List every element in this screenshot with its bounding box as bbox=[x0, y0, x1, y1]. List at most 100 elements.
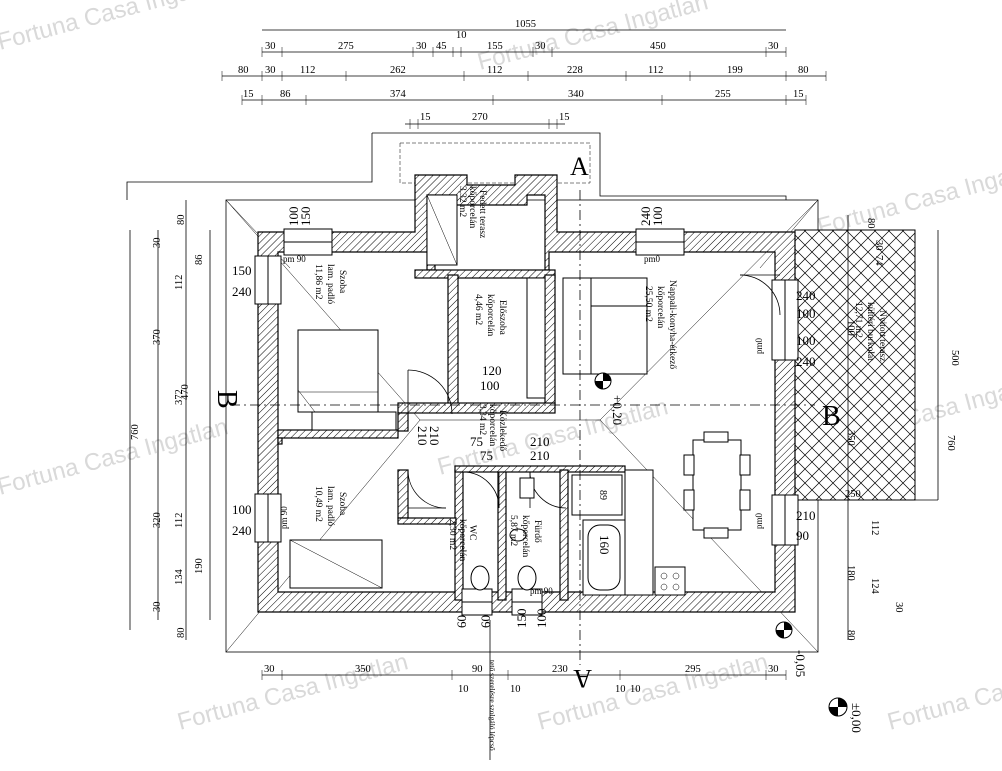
room-floor: kőporcelán bbox=[487, 404, 497, 446]
dim-label: 100 bbox=[480, 378, 500, 393]
dim-label: 500 bbox=[949, 350, 960, 366]
dim-label: 160 bbox=[597, 535, 612, 555]
room-name: Nappali-konyha-étkező bbox=[667, 280, 677, 369]
watermark: Fortuna Casa Ingatlan bbox=[175, 648, 411, 736]
dim-label: 10 bbox=[630, 684, 641, 695]
bottom-dimensions: 30 350 90 230 295 30 10 10 10 10 bbox=[261, 664, 787, 695]
dim-label: 74 bbox=[873, 255, 884, 266]
section-a-bottom: A bbox=[573, 664, 592, 693]
room-floor: kőporcelán bbox=[457, 519, 467, 561]
dim-label: 90 bbox=[796, 528, 809, 543]
dim-label: 112 bbox=[869, 520, 880, 535]
room-name: WC bbox=[467, 525, 477, 540]
dim-label: 60 bbox=[454, 615, 469, 628]
dining-table bbox=[692, 439, 742, 531]
dim-label: 228 bbox=[567, 65, 583, 76]
dim-label: 230 bbox=[552, 664, 568, 675]
dim-label: 134 bbox=[174, 569, 185, 586]
left-dimensions: 760 80 30 370 320 30 80 470 86 112 372 1… bbox=[129, 200, 211, 640]
dim-label: 112 bbox=[300, 65, 315, 76]
open-terrace bbox=[794, 229, 916, 501]
entry-closet bbox=[526, 277, 546, 399]
top-dimensions: 1055 30 275 30 45 10 155 30 450 30 80 30… bbox=[221, 19, 827, 129]
dim-label: 15 bbox=[793, 89, 804, 100]
room-name: Fürdő bbox=[532, 520, 542, 543]
dim-label: 80 bbox=[238, 65, 249, 76]
dim-label: 30 bbox=[265, 41, 276, 52]
dim-label: 240 bbox=[232, 523, 252, 538]
toilet bbox=[470, 565, 490, 591]
dim-label: 75 bbox=[480, 448, 493, 463]
dim-label: 450 bbox=[650, 41, 666, 52]
dim-label: 80 bbox=[845, 630, 856, 641]
dim-label: 80 bbox=[176, 215, 187, 226]
dim-label: 275 bbox=[338, 41, 354, 52]
bed bbox=[297, 329, 379, 413]
windows bbox=[254, 228, 799, 616]
room-floor: kőporcelán bbox=[467, 186, 477, 228]
dim-label: 30 bbox=[152, 238, 163, 249]
dim-label: 295 bbox=[685, 664, 701, 675]
dim-label: 155 bbox=[487, 41, 503, 52]
dim-label: 86 bbox=[280, 89, 291, 100]
room-name: Közlekedő bbox=[497, 410, 507, 451]
dim-label: 320 bbox=[152, 512, 163, 528]
room-name: Fedett terasz bbox=[477, 190, 487, 238]
room-floor: kőporcelán bbox=[655, 286, 665, 328]
dim-label: 199 bbox=[727, 65, 743, 76]
room-floor: kőporcelán bbox=[485, 294, 495, 336]
room-area: 5,87 m2 bbox=[508, 515, 518, 546]
dim-label: 89 bbox=[597, 490, 608, 500]
dim-label: 10 bbox=[456, 30, 467, 41]
wardrobe bbox=[311, 411, 397, 431]
level-terrace: -0,05 bbox=[793, 650, 808, 677]
dim-label: 240 bbox=[796, 288, 816, 303]
room-name: Előszoba bbox=[497, 300, 507, 336]
kitchen-counter bbox=[624, 469, 654, 596]
dim-label: 150 bbox=[298, 207, 313, 227]
dim-label: 760 bbox=[945, 435, 956, 451]
room-area: 4,46 m2 bbox=[473, 294, 483, 325]
dim-label: 372 bbox=[174, 389, 185, 405]
dim-label: 30 bbox=[535, 41, 546, 52]
dim-label: 150 bbox=[514, 609, 529, 629]
dim-label: 210 bbox=[796, 508, 816, 523]
dim-label: 255 bbox=[715, 89, 731, 100]
dim-label: 86 bbox=[194, 255, 205, 266]
section-a-top: A bbox=[570, 152, 589, 181]
roof-outline bbox=[126, 132, 787, 200]
dim-label: 240 bbox=[796, 354, 816, 369]
dim-label: 180 bbox=[845, 565, 856, 581]
dim-label: 112 bbox=[648, 65, 663, 76]
interior-walls bbox=[277, 269, 626, 601]
section-markers: A A B B bbox=[211, 152, 841, 693]
dim-label: 30 bbox=[265, 65, 276, 76]
dim-label: 30 bbox=[416, 41, 427, 52]
radiator-label: pm 90 bbox=[530, 586, 553, 596]
shower bbox=[571, 474, 623, 516]
watermark: Fortuna Casa Ingatlan bbox=[0, 0, 231, 56]
dim-label: 120 bbox=[482, 363, 502, 378]
dim-label: 240 bbox=[638, 207, 653, 227]
dim-label: 112 bbox=[174, 275, 185, 290]
dim-label: 210 bbox=[415, 426, 430, 446]
watermark: Fortuna Casa Ingatlan bbox=[475, 0, 711, 76]
dim-label: 270 bbox=[472, 112, 488, 123]
dim-label: 262 bbox=[390, 65, 406, 76]
room-floor: kőporcelán bbox=[520, 515, 530, 557]
dim-label: 100 bbox=[232, 502, 252, 517]
dim-label: 190 bbox=[194, 558, 205, 574]
dim-label: 30 bbox=[873, 240, 884, 251]
room-floor: kültéri burkolat bbox=[865, 302, 875, 361]
level-marker-icon bbox=[594, 372, 612, 390]
toilet-2 bbox=[517, 565, 537, 591]
watermark: Fortuna Casa Ingatlan bbox=[885, 648, 1002, 736]
dim-label: 80 bbox=[176, 628, 187, 639]
level-main: +0,20 bbox=[610, 395, 625, 425]
dim-label: 470 bbox=[180, 384, 191, 400]
dim-label: 30 bbox=[152, 602, 163, 613]
section-b-right: B bbox=[822, 401, 841, 432]
dim-label: 340 bbox=[568, 89, 584, 100]
dim-label: 100 bbox=[796, 306, 816, 321]
dim-label: 210 bbox=[427, 426, 442, 446]
